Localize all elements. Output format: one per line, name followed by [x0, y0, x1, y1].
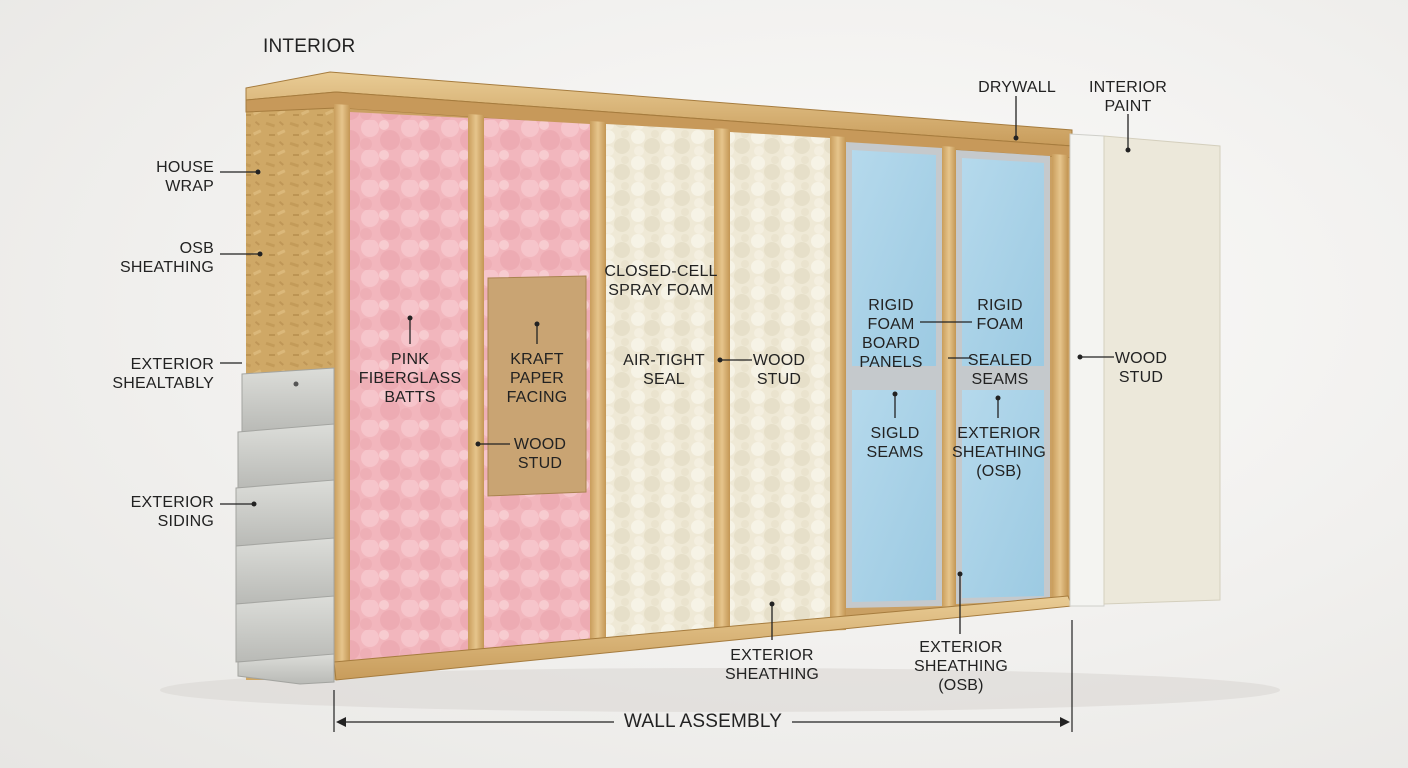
drywall-panel: [1069, 133, 1105, 607]
exterior-sheathing-label: EXTERIOR SHEATHING: [725, 647, 819, 683]
osb-sheathing-label: OSB SHEATHING: [120, 240, 214, 276]
exterior-sheathing-osb-bottom-label: EXTERIOR SHEATHING (OSB): [914, 639, 1008, 694]
exterior-shealtably-label: EXTERIOR SHEALTABLY: [112, 356, 214, 392]
exterior-siding: [235, 367, 335, 685]
pink-fiberglass-label: PINK FIBERGLASS BATTS: [358, 351, 462, 406]
exterior-siding-label: EXTERIOR SIDING: [130, 494, 214, 530]
sigld-seams-label: SIGLD SEAMS: [866, 425, 924, 461]
floor-shadow: [160, 668, 1280, 712]
air-tight-seal-label: AIR-TIGHT SEAL: [623, 352, 705, 388]
stud-6: [942, 146, 956, 607]
rigid-foam-panel-2: [852, 390, 936, 602]
stud-4: [714, 128, 730, 639]
closed-cell-spray-foam-label: CLOSED-CELL SPRAY FOAM: [604, 263, 718, 299]
dimension-line: [333, 620, 1073, 732]
drywall-label: DRYWALL: [978, 79, 1056, 96]
kraft-paper-facing: [487, 275, 587, 497]
wood-stud-label-3: WOOD STUD: [1114, 350, 1168, 386]
stud-2: [468, 114, 484, 655]
wood-stud-label-2: WOOD STUD: [752, 352, 806, 388]
exterior-sheathing-osb-inner-label: EXTERIOR SHEATHING (OSB): [952, 425, 1046, 480]
interior-paint-panel: [1103, 135, 1221, 605]
kraft-paper-label: KRAFT PAPER FACING: [506, 351, 568, 406]
leader-dots: [251, 135, 1131, 607]
rigid-foam-board-panels-label: RIGID FOAM BOARD PANELS: [859, 297, 923, 371]
wall-assembly-label: WALL ASSEMBLY: [623, 711, 783, 732]
rigid-foam-panel-4: [962, 390, 1044, 598]
leader-lines: [220, 96, 1129, 640]
interior-paint-label: INTERIOR PAINT: [1088, 79, 1168, 115]
stud-3: [590, 121, 606, 647]
spray-foam-cavity-2: [730, 132, 830, 636]
sealed-seams-label: SEALED SEAMS: [967, 352, 1033, 388]
fiberglass-batts: [350, 112, 468, 660]
rigid-foam-label: RIGID FOAM: [976, 297, 1024, 333]
stud-1: [334, 104, 350, 664]
stud-5: [830, 136, 846, 631]
wood-stud-label-1: WOOD STUD: [513, 436, 567, 472]
house-wrap-label: HOUSE WRAP: [156, 159, 214, 195]
stud-7: [1052, 154, 1068, 597]
interior-label: INTERIOR: [263, 36, 356, 57]
spray-foam-cavity-1: [606, 124, 714, 644]
rigid-foam-panel-3: [962, 158, 1044, 366]
rigid-foam-panel-1: [852, 150, 936, 366]
